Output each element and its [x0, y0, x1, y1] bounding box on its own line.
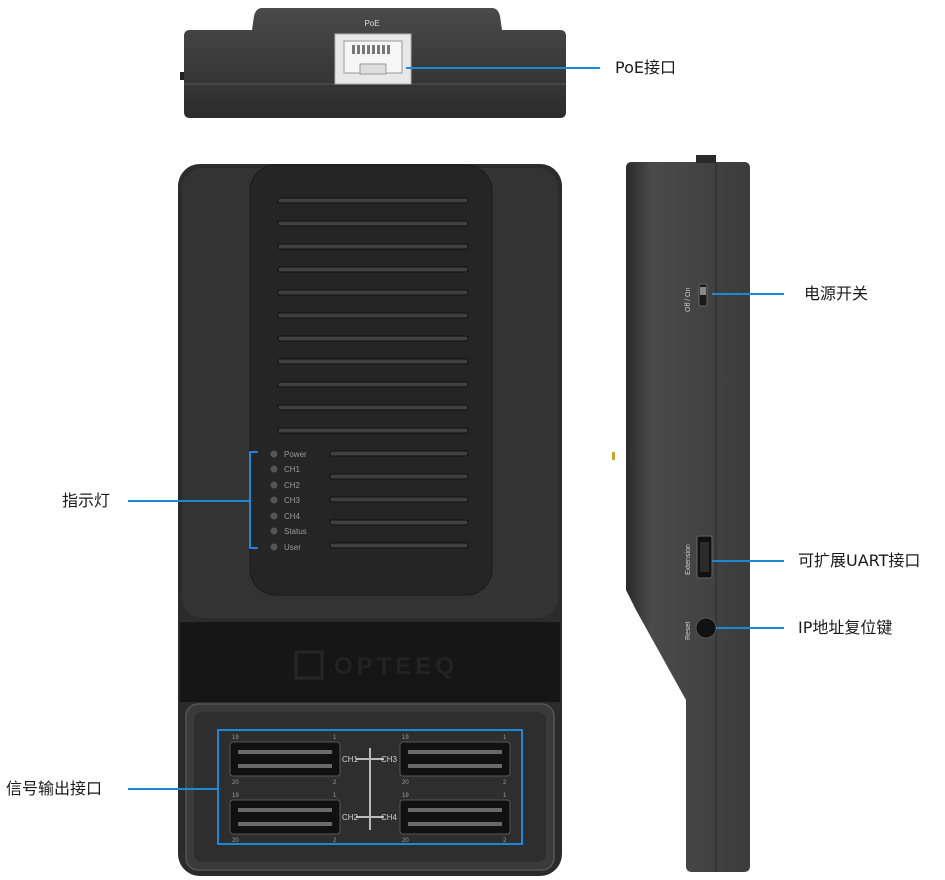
callout-uart: 可扩展UART接口: [798, 551, 921, 570]
pin-number: 1: [333, 793, 337, 799]
connector-ch4: [399, 799, 511, 835]
pin-number: 20: [402, 838, 409, 844]
brand-logo-icon: [294, 650, 324, 680]
led-indicators: Power CH1 CH2 CH3 CH4 Status User: [270, 450, 307, 552]
poe-port-label: PoE: [364, 19, 379, 28]
pin-number: 19: [232, 735, 239, 741]
led-power: [270, 450, 278, 458]
callout-signal-out: 信号输出接口: [6, 779, 103, 798]
device-top-view: PoE: [180, 8, 566, 118]
channel-label: CH1: [342, 755, 359, 764]
led-ch2: [270, 481, 278, 489]
connector-ch3: [399, 741, 511, 777]
led-ch1: [270, 465, 278, 473]
pin-number: 2: [503, 838, 507, 844]
rj45-pins: [352, 45, 390, 54]
led-label: CH1: [284, 465, 301, 474]
callout-lines: [128, 67, 784, 845]
device-side-view: Off / On Extension Reset: [612, 155, 750, 872]
led-status: [270, 527, 278, 535]
led-ch4: [270, 512, 278, 520]
pin-number: 2: [503, 780, 507, 786]
pin-number: 1: [333, 735, 337, 741]
led-label: User: [284, 543, 301, 552]
pin-number: 2: [333, 838, 337, 844]
channel-label: CH4: [381, 813, 398, 822]
reset-label: Reset: [685, 622, 692, 640]
pin-number: 20: [232, 780, 239, 786]
callout-box-connectors: [217, 729, 523, 845]
pin-number: 1: [503, 735, 507, 741]
pin-number: 19: [402, 793, 409, 799]
callout-power-switch: 电源开关: [804, 284, 869, 303]
pin-number: 1: [503, 793, 507, 799]
vent-slots: [277, 197, 469, 549]
pin-number: 20: [402, 780, 409, 786]
channel-label: CH2: [342, 813, 359, 822]
callout-ip-reset: IP地址复位键: [798, 618, 893, 637]
off-on-label: Off / On: [685, 288, 692, 312]
led-label: Status: [284, 527, 307, 536]
logo-band: [180, 622, 560, 702]
led-label: CH3: [284, 496, 301, 505]
extension-label: Extension: [685, 544, 692, 575]
reset-button: [695, 617, 717, 639]
channel-label: CH3: [381, 755, 398, 764]
led-ch3: [270, 496, 278, 504]
signal-connectors: CH1 CH3 CH2 CH4 19 1 20 2 19 1 20 2 19 1…: [229, 735, 511, 844]
pin-number: 2: [333, 780, 337, 786]
pin-number: 19: [232, 793, 239, 799]
led-label: CH4: [284, 512, 301, 521]
led-label: CH2: [284, 481, 301, 490]
connector-ch1: [229, 741, 341, 777]
brand-name: OPTEEQ: [334, 653, 458, 680]
led-label: Power: [284, 450, 307, 459]
pin-number: 19: [402, 735, 409, 741]
callout-poe: PoE接口: [615, 58, 676, 77]
device-front-view: Power CH1 CH2 CH3 CH4 Status User OPTEEQ: [178, 164, 562, 876]
led-user: [270, 543, 278, 551]
connector-ch2: [229, 799, 341, 835]
pin-number: 20: [232, 838, 239, 844]
callout-indicators: 指示灯: [62, 491, 111, 510]
